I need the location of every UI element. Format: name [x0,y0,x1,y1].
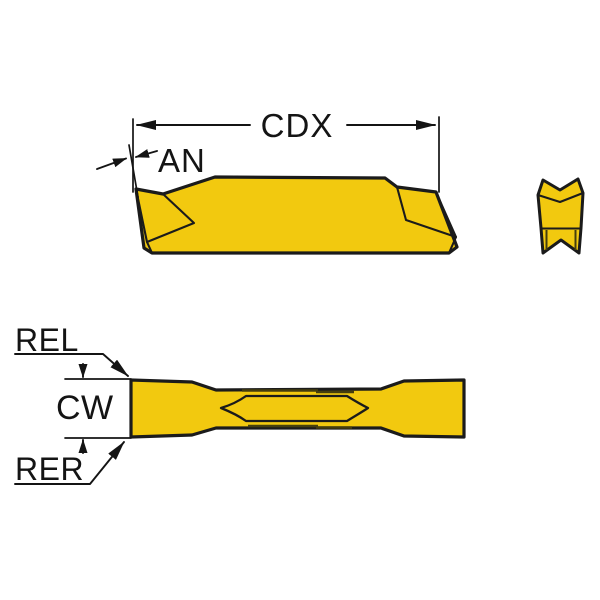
top-view-silhouette [129,378,466,439]
rer-leader-line [14,441,125,485]
cw-label: CW [56,389,114,427]
top-view [129,378,466,439]
side-view-left-rake-facet [134,187,196,244]
side-view [134,175,459,255]
end-view-top-chevron-line [536,191,585,204]
rer-label: RER [15,451,84,487]
side-view-left-corner-facet-line [145,240,154,255]
an-label: AN [158,142,206,179]
width-annotations: REL CW RER [14,322,132,487]
an-arrow-left [96,157,127,170]
rel-leader-line [14,353,129,377]
side-view-right-corner-facet-line [447,235,458,255]
cdx-dimension: CDX [132,107,440,193]
an-angle-annotation: AN [96,142,206,198]
an-angle-reference-line [128,144,139,198]
cdx-label: CDX [261,107,334,144]
an-arrow-right [135,149,158,158]
end-view [536,177,585,255]
top-view-center-island [219,394,370,423]
rel-label: REL [15,322,79,358]
